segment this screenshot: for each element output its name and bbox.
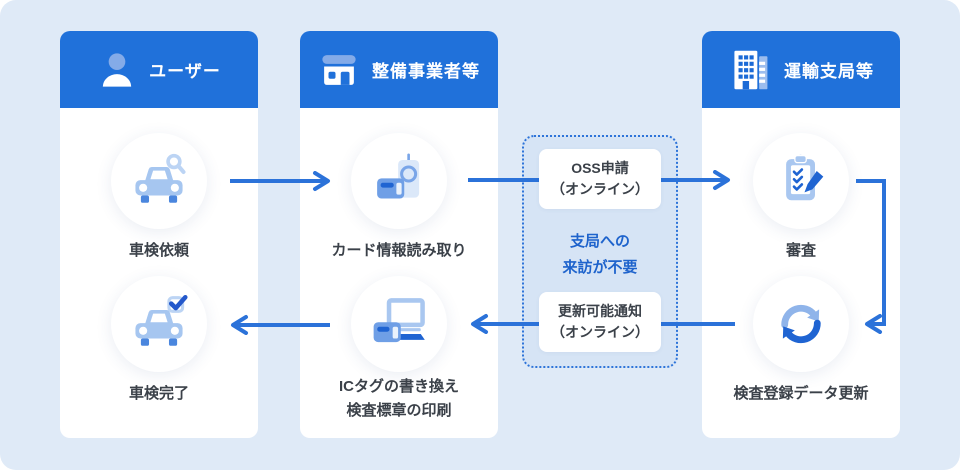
no-visit-note-line1: 支局への (569, 233, 630, 250)
no-visit-note-line2: 来訪が不要 (562, 258, 638, 276)
step-label: カード情報読み取り (331, 242, 467, 259)
user-column-title: ユーザー (149, 62, 221, 81)
user-icon (102, 52, 132, 87)
maintenance-column: 整備事業者等 カード情報読み取り ICタグの (300, 31, 498, 438)
no-visit-note: 支局への 来訪が不要 (522, 229, 678, 280)
step-label: 審査 (785, 242, 816, 259)
renewal-notice-box: 更新可能通知 （オンライン） (539, 292, 661, 352)
step-circle-data-update (753, 276, 849, 372)
bureau-column: 運輸支局等 審査 (702, 31, 900, 438)
step-label: 車検完了 (128, 385, 189, 402)
user-column-header: ユーザー (60, 31, 258, 108)
oss-application-box: OSS申請 （オンライン） (539, 149, 661, 209)
card-reader-icon (377, 153, 420, 199)
user-column: ユーザー 車検依頼 (60, 31, 258, 438)
step-circle-examination (753, 133, 849, 229)
bureau-column-title: 運輸支局等 (784, 62, 874, 81)
maintenance-column-header: 整備事業者等 (300, 31, 498, 108)
step-label-line1: ICタグの書き換え (338, 378, 459, 395)
maintenance-column-title: 整備事業者等 (372, 62, 480, 81)
step-circle-card-read (351, 133, 447, 229)
step-circle-ic-tag (351, 276, 447, 372)
building-icon (734, 50, 768, 89)
step-circle-inspection-request (111, 133, 207, 229)
step-label: ICタグの書き換え 検査標章の印刷 (300, 375, 498, 423)
renewal-notice-line1: 更新可能通知 (558, 303, 642, 319)
renewal-notice-line2: （オンライン） (551, 324, 649, 340)
bureau-column-header: 運輸支局等 (702, 31, 900, 108)
pc-card-icon (373, 298, 425, 343)
sync-icon (772, 295, 830, 353)
car-search-icon (135, 153, 186, 203)
step-circle-inspection-complete (111, 276, 207, 372)
car-check-icon (135, 295, 188, 346)
clipboard-pencil-icon (786, 154, 824, 201)
shop-icon (322, 54, 356, 85)
step-label: 検査登録データ更新 (733, 385, 869, 402)
step-label-line2: 検査標章の印刷 (346, 402, 452, 419)
step-label: 車検依頼 (128, 242, 189, 259)
oss-application-line2: （オンライン） (551, 181, 649, 197)
oss-application-line1: OSS申請 (571, 160, 629, 176)
